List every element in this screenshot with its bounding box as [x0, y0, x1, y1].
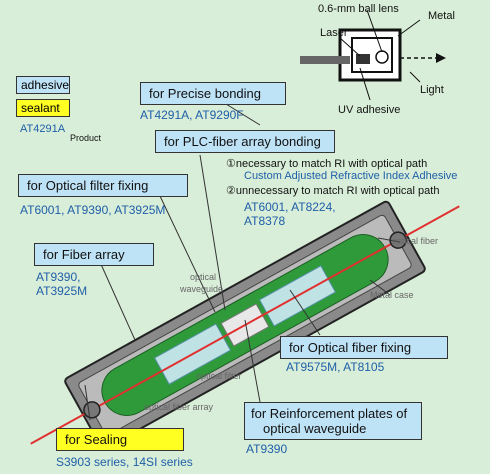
- ball-lens-label: 0.6-mm ball lens: [318, 3, 399, 15]
- products-optical-filter: AT6001, AT9390, AT3925M: [20, 203, 166, 217]
- callout-sealing: for Sealing: [56, 428, 184, 451]
- device-body: [30, 200, 460, 450]
- products-plc-line-1: AT6001, AT8224,: [244, 200, 336, 214]
- reinforcement-title-line-2: optical waveguide: [263, 421, 367, 436]
- products-optical-fiber-fixing: AT9575M, AT8105: [286, 360, 385, 374]
- optical-fiber-array-label: optical fiber array: [144, 402, 214, 412]
- optical-waveguide-label-line-1: optical: [190, 272, 217, 282]
- callout-reinforcement: for Reinforcement plates of optical wave…: [244, 402, 422, 440]
- callout-plc-bonding: for PLC-fiber array bonding: [155, 130, 335, 153]
- laser-label: Laser: [320, 27, 348, 39]
- leader-lines: [84, 103, 401, 421]
- laser-device-illustration: [300, 9, 446, 101]
- products-precise-bonding: AT4291A, AT9290F: [140, 108, 244, 122]
- legend-sealant: sealant: [16, 99, 70, 117]
- callout-fiber-array: for Fiber array: [34, 243, 154, 266]
- plc-note-2: ②unnecessary to match RI with optical pa…: [226, 185, 440, 197]
- optical-fiber-label: optical fiber: [392, 236, 439, 246]
- uv-adhesive-label: UV adhesive: [338, 104, 401, 116]
- products-plc-line-2: AT8378: [244, 214, 286, 228]
- callout-precise-bonding: for Precise bonding: [140, 82, 286, 105]
- plc-note-1: ①necessary to match RI with optical path: [226, 158, 428, 170]
- reinforcement-title-line-1: for Reinforcement plates of: [251, 406, 408, 421]
- light-label: Light: [420, 84, 444, 96]
- callout-optical-filter: for Optical filter fixing: [18, 174, 188, 197]
- legend-product-word: Product: [70, 133, 102, 143]
- metal-case-label: Metal case: [370, 290, 414, 300]
- metal-label: Metal: [428, 10, 455, 22]
- legend-adhesive: adhesive: [16, 76, 70, 94]
- optical-filter-label: optical filter: [196, 371, 242, 381]
- products-reinforcement: AT9390: [246, 442, 288, 456]
- plc-note-1-detail: Custom Adjusted Refractive Index Adhesiv…: [244, 170, 458, 182]
- callout-optical-fiber-fixing: for Optical fiber fixing: [280, 336, 448, 359]
- products-fiber-array-line-1: AT9390,: [36, 270, 81, 284]
- products-sealing: S3903 series, 14SI series: [56, 455, 193, 469]
- legend-product-code: AT4291A: [20, 123, 66, 135]
- optical-waveguide-label-line-2: waveguide: [180, 284, 224, 294]
- products-fiber-array-line-2: AT3925M: [36, 284, 88, 298]
